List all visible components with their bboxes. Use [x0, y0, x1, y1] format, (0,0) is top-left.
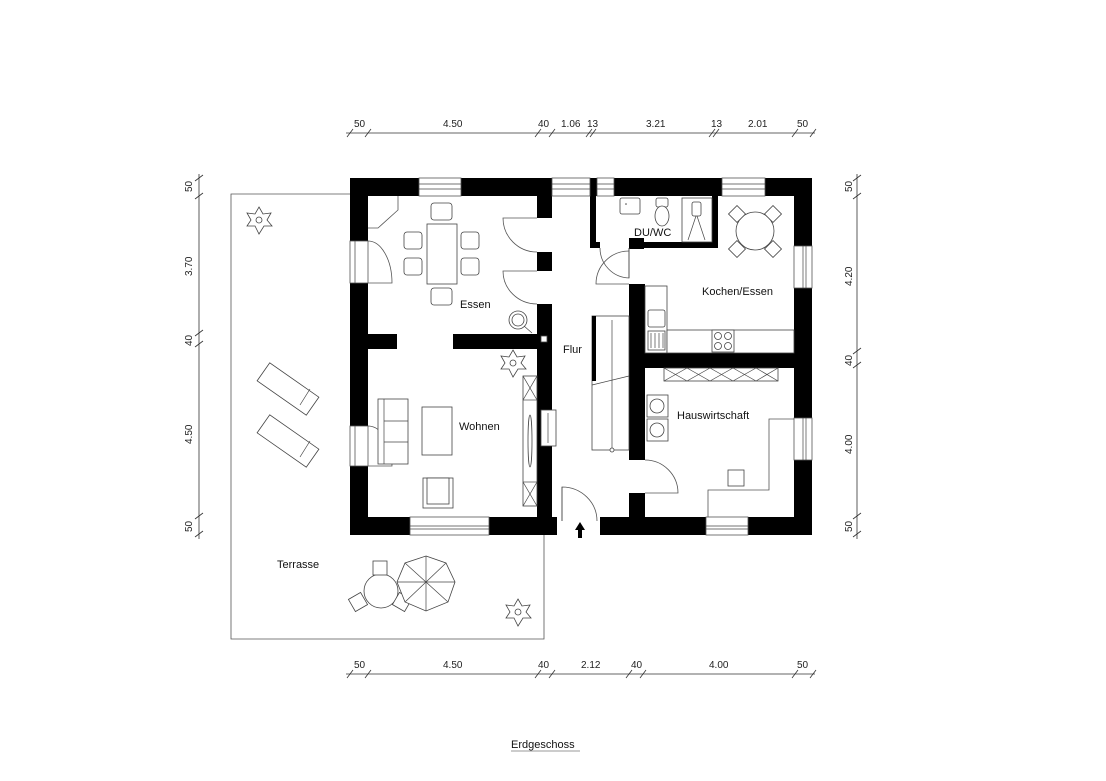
- doors: [349, 196, 679, 522]
- room-label-terrasse: Terrasse: [277, 559, 319, 571]
- dim-bottom-5: 4.00: [709, 660, 729, 671]
- room-label-du-wc: DU/WC: [634, 227, 671, 239]
- dim-left-0: 50: [184, 180, 195, 192]
- room-label-wohnen: Wohnen: [459, 421, 500, 433]
- dim-top-4: 13: [587, 119, 599, 130]
- utility-room-fixtures: [646, 367, 794, 517]
- bathroom-fixtures: [619, 197, 713, 243]
- dim-top-1: 4.50: [443, 119, 463, 130]
- dimension-line-bottom: 50 4.50 40 2.12 40 4.00 50: [346, 660, 817, 679]
- dim-bottom-4: 40: [631, 660, 643, 671]
- dim-left-1: 3.70: [184, 256, 195, 276]
- terrace-table-set: [347, 560, 413, 613]
- terrace-outline: [230, 193, 545, 640]
- parasol-icon: [396, 555, 456, 612]
- room-label-flur: Flur: [563, 344, 582, 356]
- dim-top-7: 2.01: [748, 119, 768, 130]
- room-label-essen: Essen: [460, 299, 491, 311]
- dimension-line-right: 50 4.20 40 4.00 50: [844, 174, 862, 539]
- entrance-arrow-icon: [575, 522, 585, 538]
- dim-top-0: 50: [354, 119, 366, 130]
- plant-icon: [246, 206, 273, 235]
- living-room-furniture: [377, 375, 557, 509]
- dim-top-6: 13: [711, 119, 723, 130]
- dim-left-2: 40: [184, 334, 195, 346]
- kitchen-counter: [644, 285, 795, 354]
- dim-bottom-6: 50: [797, 660, 809, 671]
- room-label-hauswirtschaft: Hauswirtschaft: [677, 410, 749, 422]
- dim-right-2: 40: [844, 354, 855, 366]
- dimension-line-left: 50 3.70 40 4.50 50: [184, 174, 204, 539]
- dim-right-3: 4.00: [844, 434, 855, 454]
- dim-top-3: 1.06: [561, 119, 581, 130]
- dim-top-2: 40: [538, 119, 550, 130]
- dim-right-1: 4.20: [844, 266, 855, 286]
- dimension-line-top: 50 4.50 40 1.06 13 3.21 13 2.01 50: [346, 119, 817, 138]
- staircase: [591, 315, 630, 453]
- dim-left-3: 4.50: [184, 424, 195, 444]
- dim-top-5: 3.21: [646, 119, 666, 130]
- room-label-kochen-essen: Kochen/Essen: [702, 286, 773, 298]
- windows: [409, 177, 813, 536]
- dim-right-4: 50: [844, 520, 855, 532]
- inner-walls: [368, 196, 794, 535]
- dim-bottom-3: 2.12: [581, 660, 601, 671]
- floor-lamp-icon: [508, 310, 533, 334]
- dim-left-4: 50: [184, 520, 195, 532]
- dim-bottom-2: 40: [538, 660, 550, 671]
- plan-title: Erdgeschoss: [511, 739, 575, 751]
- dim-right-0: 50: [844, 180, 855, 192]
- dining-table-set: [403, 202, 480, 306]
- plant-icon: [505, 598, 532, 627]
- dim-bottom-1: 4.50: [443, 660, 463, 671]
- kitchen-table-set: [727, 204, 783, 259]
- column-marker: [540, 335, 548, 343]
- dim-top-8: 50: [797, 119, 809, 130]
- plant-icon: [500, 349, 527, 378]
- sun-loungers: [256, 362, 320, 468]
- dim-bottom-0: 50: [354, 660, 366, 671]
